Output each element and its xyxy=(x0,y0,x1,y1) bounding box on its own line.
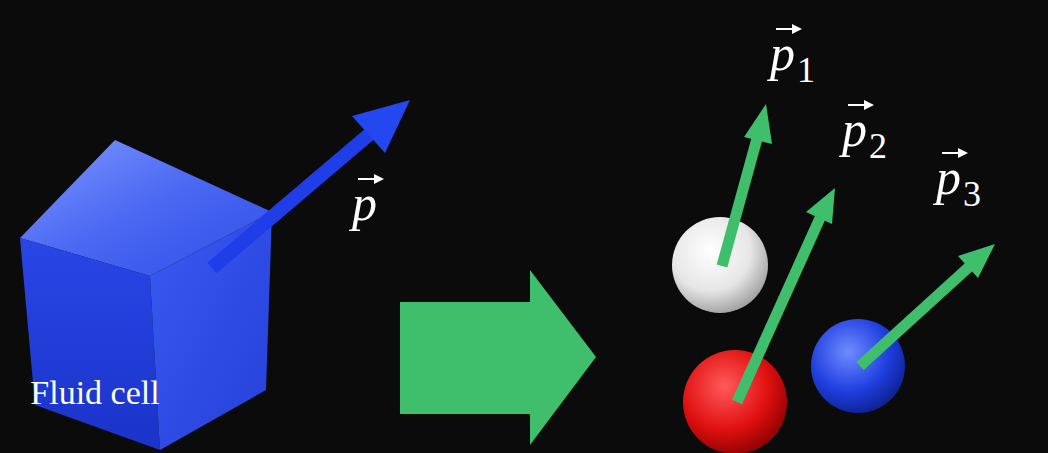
symbol-letter: p xyxy=(770,25,795,81)
momentum-symbol: p1 xyxy=(770,25,815,81)
arrow-head xyxy=(958,244,995,278)
node-text: Fluid cell xyxy=(30,373,159,412)
vector-label: p1 xyxy=(770,28,815,78)
vector-label: p xyxy=(352,178,377,228)
particle-red xyxy=(683,350,787,453)
transition-arrow xyxy=(400,270,596,445)
arrow-head xyxy=(744,104,772,144)
symbol-subscript: 1 xyxy=(797,50,815,90)
momentum-symbol: p2 xyxy=(842,101,887,157)
fluid-cube xyxy=(20,140,272,450)
cube-front xyxy=(20,238,160,450)
arrow-shaft xyxy=(212,132,372,268)
arrow-shaft xyxy=(860,266,970,366)
cube-side xyxy=(150,212,272,450)
symbol-letter: p xyxy=(352,175,377,231)
arrow-shaft xyxy=(737,218,820,402)
vector-label: p3 xyxy=(936,152,981,202)
momentum-symbol: p xyxy=(352,175,377,231)
momentum-symbol: p3 xyxy=(936,149,981,205)
vector-label: p2 xyxy=(842,104,887,154)
symbol-letter: p xyxy=(842,101,867,157)
cell-label-box: Fluid cell xyxy=(28,348,162,438)
arrow-head xyxy=(806,188,835,224)
symbol-subscript: 3 xyxy=(963,174,981,214)
arrow-shaft xyxy=(722,135,758,266)
symbol-letter: p xyxy=(936,149,961,205)
arrow-head xyxy=(352,100,410,153)
symbol-subscript: 2 xyxy=(869,126,887,166)
momentum-arrow xyxy=(212,100,410,268)
